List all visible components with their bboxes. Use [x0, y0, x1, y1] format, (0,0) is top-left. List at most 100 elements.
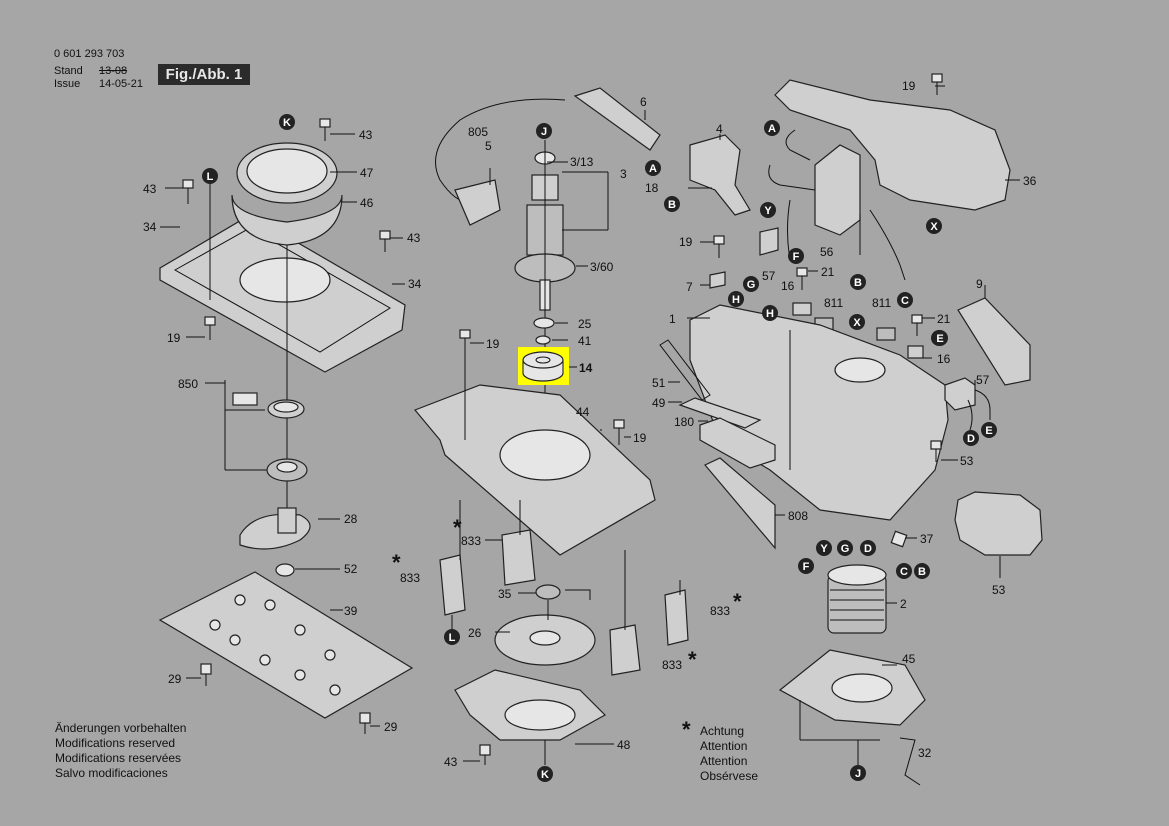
part-label-57: 57 [976, 373, 990, 387]
part-label-180: 180 [674, 415, 694, 429]
attention-line-fr: Attention [700, 754, 748, 768]
base-plate-inner [173, 227, 391, 353]
part-label-41: 41 [578, 334, 592, 348]
part-label-5: 5 [485, 139, 492, 153]
part-label-19: 19 [633, 431, 647, 445]
svg-text:B: B [854, 277, 862, 289]
attention-star-icon: * [688, 647, 697, 672]
part-label-49: 49 [652, 396, 666, 410]
foot-833-shape [439, 554, 466, 616]
connector-f: F [798, 558, 814, 574]
part-label-811: 811 [872, 296, 891, 310]
attention-line-es: Obsérvese [700, 769, 759, 783]
svg-text:F: F [793, 251, 800, 263]
screw-19-icon [204, 316, 216, 340]
tool-icon [232, 392, 258, 406]
part-label-18: 18 [645, 181, 659, 195]
attention-star-icon: * [392, 550, 401, 575]
screw-21-icon [911, 314, 923, 336]
switch-shape [689, 134, 751, 216]
tool-line [565, 589, 591, 600]
connector-h: H [728, 291, 744, 307]
part-label-16: 16 [781, 279, 795, 293]
connector-d: D [860, 540, 876, 556]
part-label-7: 7 [686, 280, 693, 294]
modifications-notice: Änderungen vorbehalten Modifications res… [55, 721, 186, 781]
part-label-3-13: 3/13 [570, 155, 594, 169]
screw-19-icon [931, 73, 943, 95]
part-label-9: 9 [976, 277, 983, 291]
part-label-32: 32 [918, 746, 932, 760]
connector-b: B [664, 196, 680, 212]
ring-46-shape [231, 194, 343, 246]
svg-text:B: B [918, 566, 926, 578]
nut-52-shape [275, 563, 295, 577]
figure-label: Fig./Abb. 1 [158, 64, 250, 85]
capacitor-56-shape [814, 144, 861, 236]
connector-c: C [896, 563, 912, 579]
part-label-34: 34 [143, 220, 157, 234]
part-label-43: 43 [407, 231, 421, 245]
connector-x: X [849, 314, 865, 330]
label-leaders [160, 85, 1020, 762]
attention-line-de: Achtung [700, 724, 745, 738]
attention-star-icon: * [682, 717, 691, 742]
connector-b: B [914, 563, 930, 579]
svg-text:L: L [207, 171, 214, 183]
part-label-3: 3 [620, 167, 627, 181]
part-label-47: 47 [360, 166, 374, 180]
note-line-en: Modifications reserved [55, 736, 176, 750]
svg-text:X: X [853, 317, 861, 329]
lever-51-shape [659, 339, 711, 401]
svg-text:H: H [732, 294, 740, 306]
svg-text:C: C [901, 295, 909, 307]
bearing-seal-inner [273, 401, 299, 413]
connector-f: F [788, 248, 804, 264]
svg-text:E: E [936, 333, 943, 345]
attention-notice: Achtung Attention Attention Obsérvese [700, 724, 758, 784]
part-label-57: 57 [762, 269, 776, 283]
part-label-53: 53 [992, 583, 1006, 597]
connector-a: A [645, 160, 661, 176]
part-label-811: 811 [824, 296, 843, 310]
bearing-14-bore [535, 356, 551, 364]
part-label-29: 29 [384, 720, 398, 734]
power-cable-shape [435, 98, 566, 203]
connector-e: E [932, 330, 948, 346]
label-808-shape [704, 457, 776, 550]
connector-k: K [279, 114, 295, 130]
washer-41-shape [535, 335, 551, 345]
part-label-1: 1 [669, 312, 676, 326]
part-label-3-60: 3/60 [590, 260, 614, 274]
washer-25-shape [533, 317, 555, 329]
svg-text:G: G [747, 279, 756, 291]
part-label-43: 43 [143, 182, 157, 196]
bearing-inner [276, 461, 298, 473]
svg-text:E: E [985, 425, 992, 437]
connector-a: A [764, 120, 780, 136]
part-label-56: 56 [820, 245, 834, 259]
eccentric-28-shape [239, 513, 311, 550]
stand-date: 13-08 [99, 65, 128, 77]
attention-star-icon: * [733, 589, 742, 614]
part-label-25: 25 [578, 317, 592, 331]
field-2-windings [830, 589, 884, 621]
connector-c: C [897, 292, 913, 308]
connector-e: E [981, 422, 997, 438]
svg-text:F: F [803, 561, 810, 573]
part-label-52: 52 [344, 562, 358, 576]
connector-y: Y [760, 202, 776, 218]
housing-44-opening [499, 429, 591, 481]
svg-text:K: K [283, 117, 291, 129]
part-label-26: 26 [468, 626, 482, 640]
fan-26-hub [529, 630, 561, 646]
part-label-19: 19 [679, 235, 693, 249]
part-label-35: 35 [498, 587, 512, 601]
part-label-45: 45 [902, 652, 916, 666]
part-label-39: 39 [344, 604, 358, 618]
screw-21-icon [796, 267, 808, 290]
part-label-19: 19 [486, 337, 500, 351]
part-label-43: 43 [444, 755, 458, 769]
part-label-19: 19 [167, 331, 181, 345]
screw-19-icon [613, 419, 625, 445]
